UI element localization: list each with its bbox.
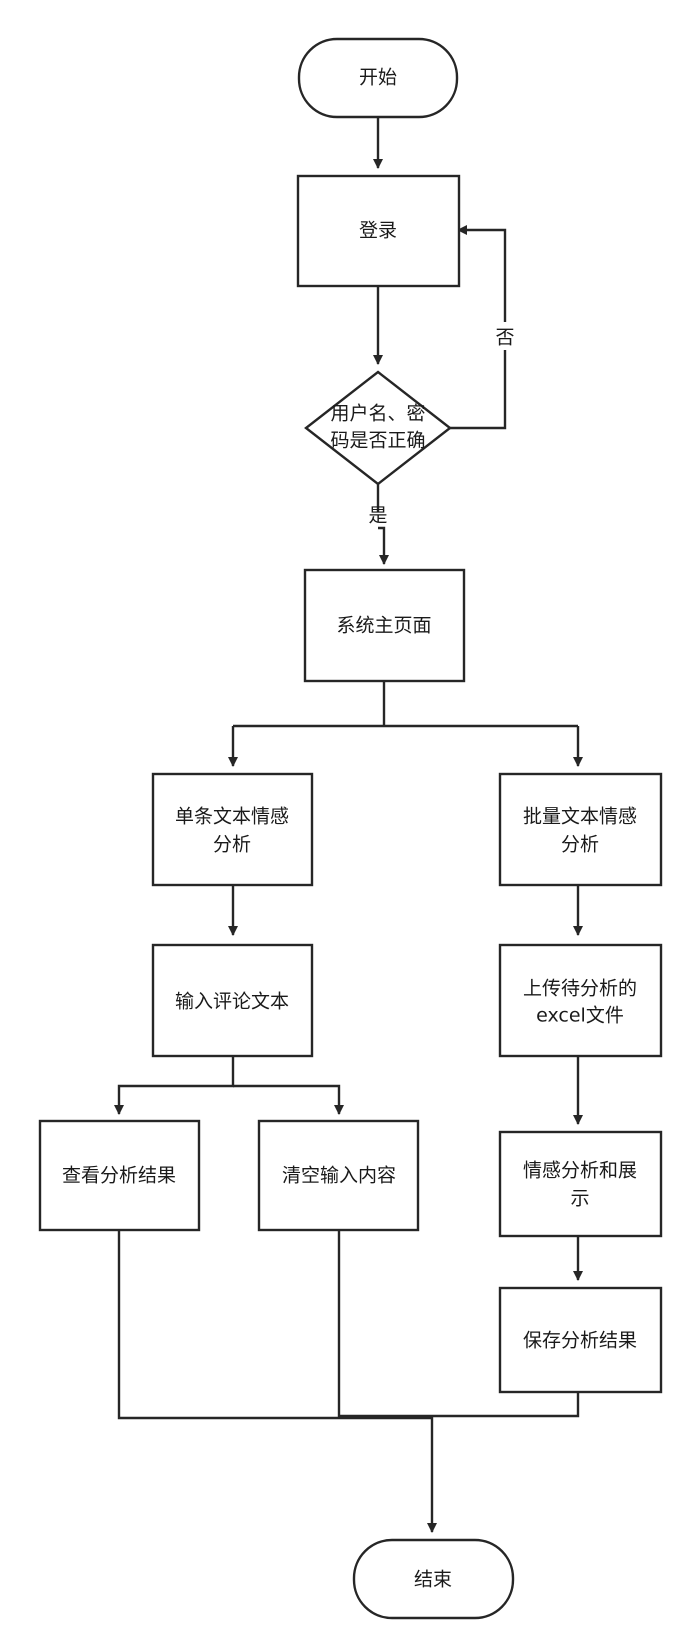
node-login: 登录: [296, 174, 461, 288]
edges: [114, 114, 583, 1533]
node-login-label: 登录: [359, 220, 397, 242]
node-save: 保存分析结果: [498, 1286, 663, 1394]
node-check-label-line2: 码是否正确: [330, 430, 425, 452]
edge-clear-merge: [337, 1229, 432, 1418]
node-view-label: 查看分析结果: [62, 1165, 176, 1187]
edge-save-merge: [432, 1391, 580, 1418]
node-end-label: 结束: [414, 1569, 452, 1591]
node-view: 查看分析结果: [38, 1119, 201, 1232]
edge-input-split: [114, 1056, 235, 1115]
node-single-label-line1: 单条文本情感: [175, 806, 289, 828]
edge-labels: 否 是: [368, 322, 517, 527]
node-home: 系统主页面: [303, 568, 466, 683]
edge-input-clear: [233, 1084, 344, 1115]
node-batch-label-line2: 分析: [561, 834, 599, 856]
node-single: 单条文本情感 分析: [151, 772, 314, 887]
node-analyze: 情感分析和展 示: [498, 1130, 663, 1238]
node-check: 用户名、密 码是否正确: [304, 370, 452, 486]
edge-label-yes: 是: [368, 505, 387, 527]
node-clear: 清空输入内容: [257, 1119, 420, 1232]
node-input: 输入评论文本: [151, 943, 314, 1058]
edge-home-single: [233, 724, 578, 766]
node-clear-label: 清空输入内容: [282, 1165, 396, 1187]
node-save-label: 保存分析结果: [523, 1330, 637, 1352]
node-batch-label-line1: 批量文本情感: [523, 806, 637, 828]
edge-view-merge: [117, 1229, 432, 1420]
node-start-label: 开始: [359, 67, 397, 89]
node-end: 结束: [352, 1538, 515, 1620]
node-input-label: 输入评论文本: [175, 991, 289, 1013]
node-batch: 批量文本情感 分析: [498, 772, 663, 887]
node-analyze-label-line1: 情感分析和展: [523, 1160, 637, 1182]
node-analyze-label-line2: 示: [570, 1188, 589, 1210]
node-upload-label-line2: excel文件: [536, 1005, 624, 1027]
node-upload-label-line1: 上传待分析的: [523, 978, 637, 1000]
edge-check-home-yes: [378, 484, 384, 564]
edge-label-no: 否: [495, 327, 514, 349]
node-single-label-line2: 分析: [213, 834, 251, 856]
node-home-label: 系统主页面: [336, 615, 431, 637]
node-start: 开始: [297, 37, 459, 119]
node-upload: 上传待分析的 excel文件: [498, 943, 663, 1058]
node-check-label-line1: 用户名、密: [330, 403, 425, 425]
